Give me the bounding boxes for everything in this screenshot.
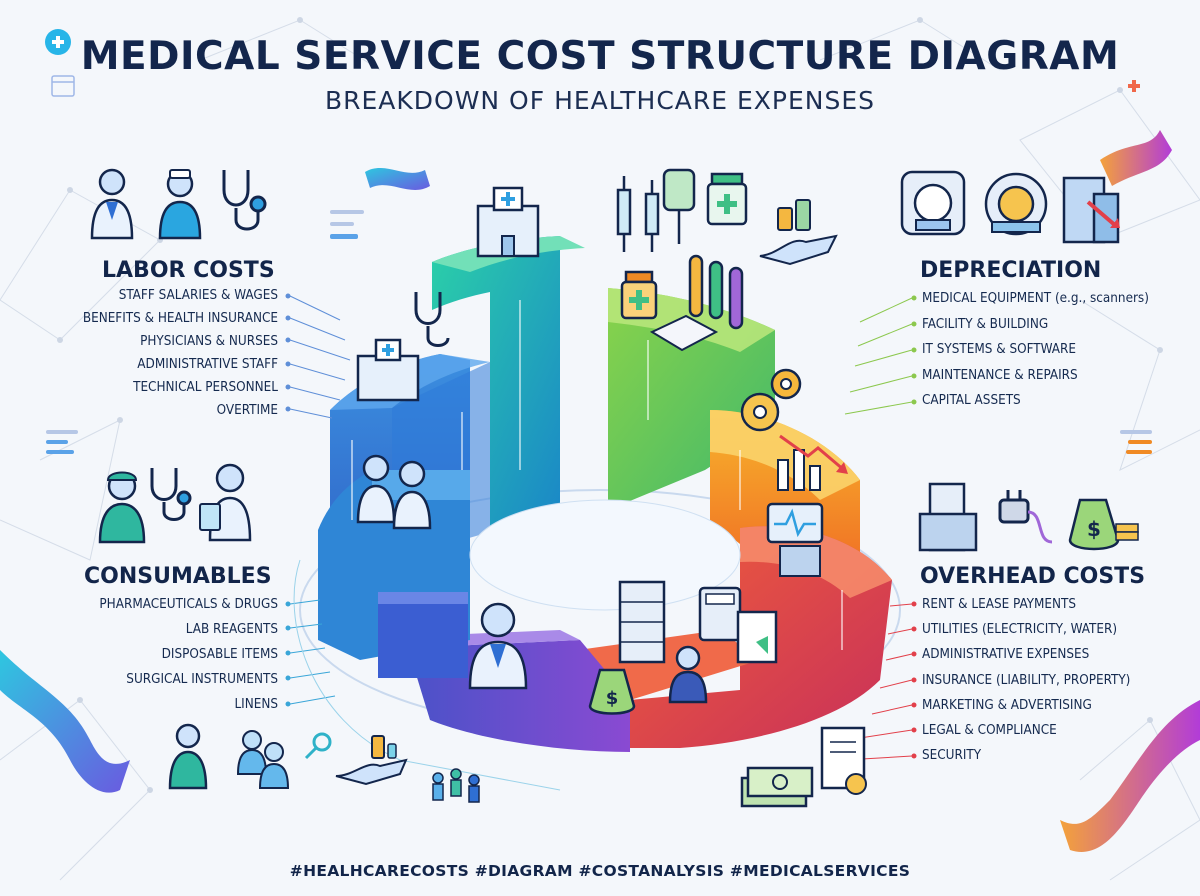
building-depreciation-icon: [1062, 176, 1120, 244]
segment-highlights: [351, 300, 843, 650]
hashtags-footer: #HEALHCARECOSTS #DIAGRAM #COSTANALYSIS #…: [289, 862, 911, 880]
syringe-icon: [644, 180, 660, 252]
stethoscope-icon: [414, 292, 450, 347]
hand-medicine-icon: [759, 199, 838, 266]
list-item: TECHNICAL PERSONNEL: [133, 380, 278, 395]
iv-bag-icon: [662, 168, 696, 244]
ct-scanner-icon: [984, 172, 1048, 236]
people-network-icon: [432, 768, 480, 803]
list-item: FACILITY & BUILDING: [922, 316, 1049, 332]
hand-medicine-icon: [335, 735, 408, 786]
gear-icon: [740, 392, 780, 432]
page-subtitle: BREAKDOWN OF HEALTHCARE EXPENSES: [324, 86, 876, 115]
consumables-heading: CONSUMABLES: [84, 564, 272, 589]
consumables-list: PHARMACEUTICALS & DRUGS LAB REAGENTS DIS…: [99, 592, 278, 717]
magnifier-icon: [304, 732, 332, 760]
stethoscope-icon: [222, 170, 267, 231]
labor-costs-heading: LABOR COSTS: [102, 258, 275, 283]
depreciation-heading: DEPRECIATION: [920, 258, 1102, 283]
businessman-icon: [668, 645, 708, 704]
labor-connectors: [289, 295, 351, 419]
list-item: MAINTENANCE & REPAIRS: [922, 367, 1078, 383]
power-plug-icon: [998, 490, 1053, 544]
list-item: LAB REAGENTS: [185, 622, 278, 637]
list-item: OVERTIME: [216, 403, 278, 418]
syringe-icon: [616, 176, 632, 252]
doctor-icon: [90, 168, 134, 240]
declining-chart-icon: [777, 434, 848, 491]
list-item: SURGICAL INSTRUMENTS: [126, 672, 278, 687]
nurse-icon: [158, 169, 202, 240]
depreciation-connector-dots: [911, 295, 917, 405]
list-item: ADMINISTRATIVE STAFF: [137, 357, 278, 372]
cash-stack-icon: [740, 766, 814, 808]
office-building-icon: [618, 580, 666, 664]
list-item: BENEFITS & HEALTH INSURANCE: [82, 311, 278, 326]
list-item: PHYSICIANS & NURSES: [140, 334, 278, 349]
hospital-icon: [356, 338, 420, 402]
list-lines-decoration: [46, 210, 1152, 454]
doctor-icon: [168, 723, 208, 790]
doctor-icon: [468, 602, 528, 690]
svg-text:$: $: [1087, 517, 1101, 541]
depreciation-connectors: [844, 297, 913, 415]
list-item: MEDICAL EQUIPMENT (e.g., scanners): [922, 291, 1149, 306]
list-item: SECURITY: [922, 748, 982, 764]
surgeon-icon: [98, 471, 146, 544]
list-item: IT SYSTEMS & SOFTWARE: [922, 342, 1077, 358]
list-item: INSURANCE (LIABILITY, PROPERTY): [922, 672, 1131, 688]
list-item: CAPITAL ASSETS: [922, 393, 1021, 409]
overhead-costs-list: RENT & LEASE PAYMENTS UTILITIES (ELECTRI…: [922, 592, 1130, 768]
labor-connector-dots: [285, 293, 291, 412]
money-bag-icon: $: [1068, 498, 1139, 551]
consumables-segment: [318, 470, 470, 678]
doctor-clipboard-icon: [199, 463, 252, 542]
list-item: RENT & LEASE PAYMENTS: [922, 597, 1077, 612]
clipboard-icon: [199, 503, 221, 531]
page-title: MEDICAL SERVICE COST STRUCTURE DIAGRAM: [80, 34, 1120, 79]
document-icon: [736, 610, 778, 664]
ribbon-right-decoration: [1060, 700, 1200, 852]
depreciation-list: MEDICAL EQUIPMENT (e.g., scanners) FACIL…: [922, 286, 1149, 414]
list-item: LEGAL & COMPLIANCE: [922, 722, 1057, 738]
ribbon-top-right-decoration: [1100, 130, 1172, 186]
overhead-connector-dots: [911, 601, 917, 759]
ribbon-top-left-decoration: [365, 168, 430, 190]
pill-bottle-icon: [620, 270, 658, 320]
consumables-connector-dots: [285, 601, 291, 707]
list-item: DISPOSABLE ITEMS: [161, 647, 278, 662]
overhead-costs-heading: OVERHEAD COSTS: [920, 564, 1146, 589]
contract-icon: [820, 726, 867, 795]
pill-bottle-icon: [706, 172, 748, 226]
list-item: UTILITIES (ELECTRICITY, WATER): [922, 622, 1118, 638]
hospital-icon: [476, 186, 540, 258]
plus-icon: [1128, 80, 1140, 92]
chart-center: [469, 499, 741, 611]
list-item: LINENS: [234, 697, 278, 712]
plus-icon: [45, 29, 71, 55]
list-item: PHARMACEUTICALS & DRUGS: [99, 597, 278, 612]
calendar-icon: [51, 75, 75, 97]
ecg-monitor-icon: [766, 502, 824, 577]
office-building-icon: [918, 482, 978, 552]
svg-text:$: $: [606, 688, 619, 709]
list-item: ADMINISTRATIVE EXPENSES: [922, 647, 1090, 663]
stethoscope-icon: [150, 468, 192, 521]
money-bag-icon: $: [588, 668, 636, 715]
medical-staff-icon: [356, 454, 432, 530]
gauze-pad-icon: [649, 314, 719, 352]
labor-costs-list: STAFF SALARIES & WAGES BENEFITS & HEALTH…: [83, 284, 278, 422]
ribbon-left-decoration: [0, 650, 130, 793]
list-item: STAFF SALARIES & WAGES: [118, 288, 278, 303]
mri-scanner-icon: [900, 170, 966, 236]
test-tubes-icon: [688, 254, 744, 330]
calculator-icon: [698, 586, 742, 642]
patients-group-icon: [236, 730, 290, 789]
gear-icon: [770, 368, 802, 400]
list-item: MARKETING & ADVERTISING: [922, 697, 1092, 713]
